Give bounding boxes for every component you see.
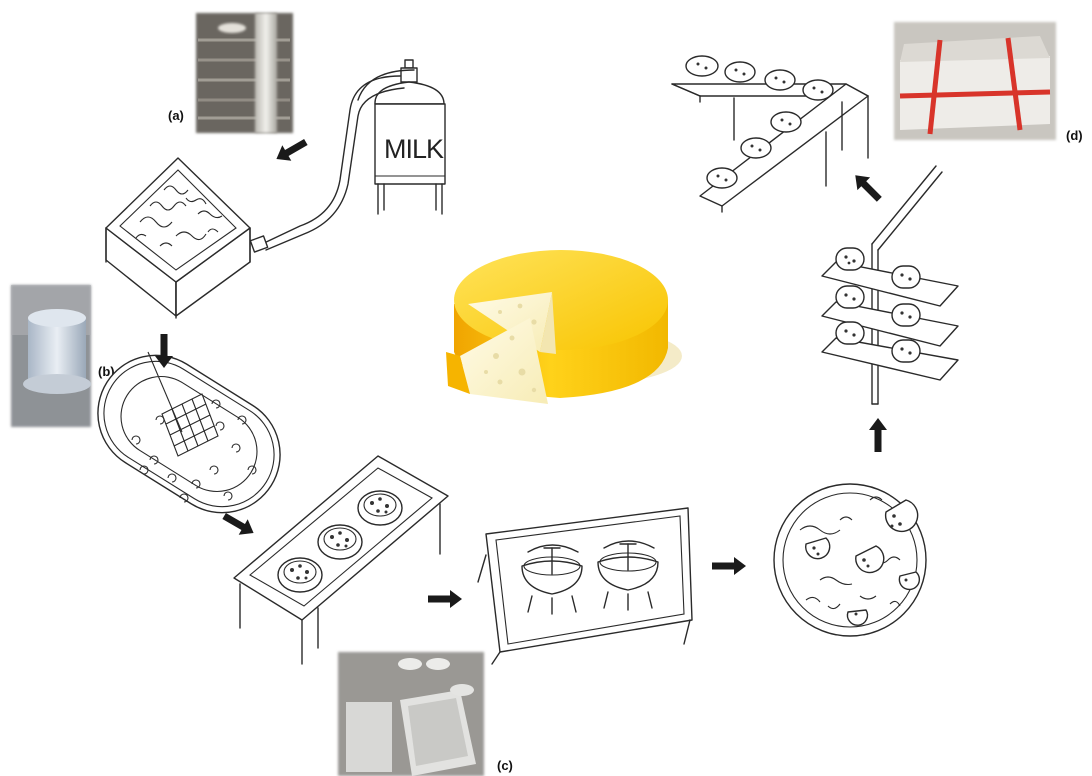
curd-vat	[106, 158, 250, 318]
label-a: (a)	[168, 108, 184, 123]
conveyor	[672, 56, 868, 212]
photo-d	[894, 22, 1056, 140]
arrow-icon	[712, 557, 746, 575]
arrow-icon	[272, 134, 310, 167]
cheese-wheel	[446, 250, 682, 404]
arrow-icon	[428, 590, 462, 608]
photo-c	[338, 652, 484, 776]
brine-bath	[774, 484, 926, 636]
arrow-icon	[869, 418, 887, 452]
ripening-shelves	[822, 166, 958, 404]
arrow-icon	[849, 169, 886, 206]
label-c: (c)	[497, 758, 513, 773]
milk-label: MILK	[384, 134, 444, 164]
photo-a	[196, 13, 293, 133]
pressing-frame	[478, 508, 692, 664]
label-d: (d)	[1066, 128, 1083, 143]
photo-b	[11, 285, 91, 427]
